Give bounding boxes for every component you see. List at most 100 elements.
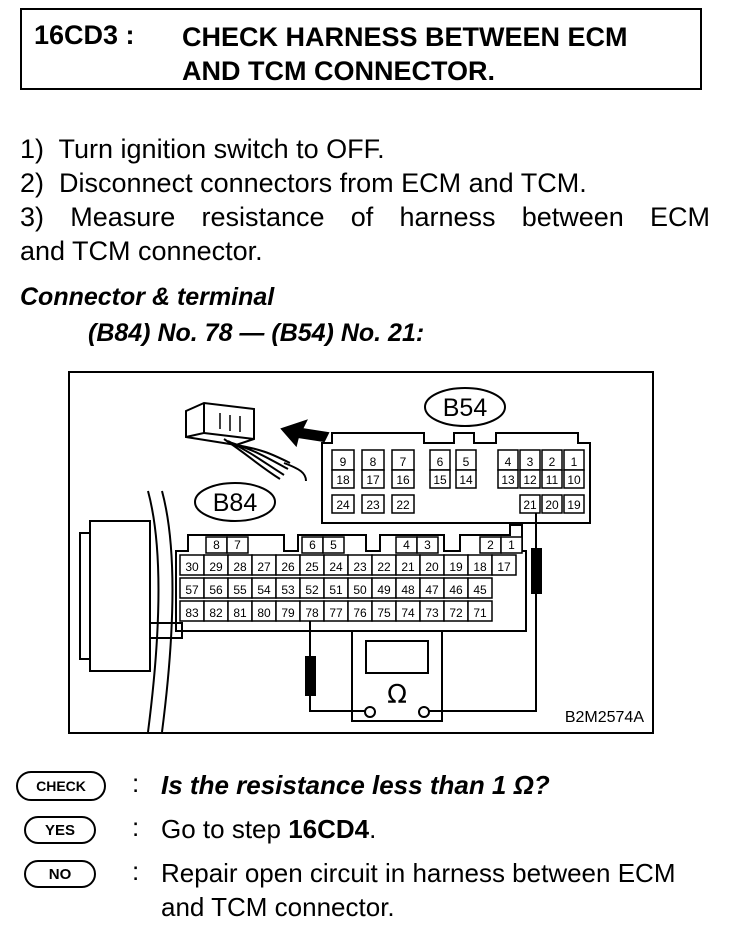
b84-row4-label: 76 bbox=[353, 606, 367, 620]
b54-top-label: 8 bbox=[370, 455, 377, 469]
b54-bottom-label: 20 bbox=[545, 498, 559, 512]
step-title-line2: AND TCM CONNECTOR. bbox=[182, 56, 495, 86]
b54-bottom-cell bbox=[563, 494, 585, 514]
b84-row3-label: 56 bbox=[209, 583, 223, 597]
probe-jack-right bbox=[418, 706, 430, 718]
b84-row2-label: 26 bbox=[281, 560, 295, 574]
b84-row2-label: 22 bbox=[377, 560, 391, 574]
b54-bottom-label: 21 bbox=[523, 498, 537, 512]
b84-row4-label: 75 bbox=[377, 606, 391, 620]
plug-sketch bbox=[185, 401, 330, 482]
b54-mid-cell bbox=[455, 469, 477, 489]
b84-row3-label: 48 bbox=[401, 583, 415, 597]
b84-row3-label: 57 bbox=[185, 583, 199, 597]
b84-row4-label: 72 bbox=[449, 606, 463, 620]
b54-bottom-label: 24 bbox=[336, 498, 350, 512]
b84-row2-label: 30 bbox=[185, 560, 199, 574]
ohmmeter: Ω bbox=[351, 630, 443, 722]
harness-sheath bbox=[79, 490, 183, 732]
b84-row4-label: 74 bbox=[401, 606, 415, 620]
b84-row2-label: 17 bbox=[497, 560, 511, 574]
b54-mid-label: 18 bbox=[336, 473, 350, 487]
check-badge: CHECK bbox=[16, 771, 106, 801]
b84-row1-label: 3 bbox=[424, 538, 431, 552]
b84-row3-label: 50 bbox=[353, 583, 367, 597]
b54-mid-cell bbox=[391, 469, 415, 489]
b84-row1-label: 6 bbox=[309, 538, 316, 552]
probe-right bbox=[531, 548, 542, 594]
b84-row4-label: 78 bbox=[305, 606, 319, 620]
b54-bottom-cell bbox=[331, 494, 355, 514]
b54-mid-label: 11 bbox=[546, 473, 559, 487]
b84-row1-label: 7 bbox=[234, 538, 241, 552]
b84-row1-cell bbox=[322, 536, 345, 554]
b54-mid-label: 14 bbox=[459, 473, 473, 487]
b84-row2-label: 29 bbox=[209, 560, 223, 574]
b54-top-label: 5 bbox=[463, 455, 470, 469]
yes-text-suffix: . bbox=[369, 814, 377, 844]
b84-row1-cell bbox=[226, 536, 249, 554]
b54-top-label: 6 bbox=[437, 455, 444, 469]
b84-row4-label: 83 bbox=[185, 606, 199, 620]
b84-row2-label: 27 bbox=[257, 560, 271, 574]
b84-row3-label: 47 bbox=[425, 583, 439, 597]
b84-row3-label: 53 bbox=[281, 583, 295, 597]
b54-bottom-label: 22 bbox=[396, 498, 410, 512]
b84-row4-label: 80 bbox=[257, 606, 271, 620]
instruction-list: 1) Turn ignition switch to OFF. 2) Disco… bbox=[20, 132, 710, 268]
b84-row2-label: 25 bbox=[305, 560, 319, 574]
b84-label-group: B84 bbox=[194, 482, 276, 522]
figure-code: B2M2574A bbox=[565, 709, 644, 726]
probe-jack-left bbox=[364, 706, 376, 718]
b54-mid-cell bbox=[563, 469, 585, 489]
b54-mid-label: 12 bbox=[523, 473, 537, 487]
b84-row2-label: 20 bbox=[425, 560, 439, 574]
yes-text-prefix: Go to step bbox=[161, 814, 289, 844]
b84-label: B84 bbox=[213, 489, 258, 517]
b84-row1-label: 8 bbox=[213, 538, 220, 552]
step-title: CHECK HARNESS BETWEEN ECM AND TCM CONNEC… bbox=[182, 20, 628, 88]
b84-row3-label: 55 bbox=[233, 583, 247, 597]
no-answer: Repair open circuit in harness between E… bbox=[161, 858, 676, 922]
b84-row1-label: 5 bbox=[330, 538, 337, 552]
b54-top-label: 1 bbox=[571, 455, 578, 469]
instruction-item: 2) Disconnect connectors from ECM and TC… bbox=[20, 168, 587, 198]
b84-row4-label: 73 bbox=[425, 606, 439, 620]
b84-row3-label: 52 bbox=[305, 583, 319, 597]
instruction-item: 1) Turn ignition switch to OFF. bbox=[20, 134, 385, 164]
no-colon: : bbox=[132, 856, 140, 886]
instruction-item: and TCM connector. bbox=[20, 236, 263, 266]
b84-row4-label: 71 bbox=[473, 606, 487, 620]
b54-bottom-label: 23 bbox=[366, 498, 380, 512]
b84-row1-label: 1 bbox=[508, 538, 515, 552]
b54-mid-cell bbox=[331, 469, 355, 489]
step-id: 16CD3 : bbox=[34, 20, 135, 50]
b84-row4-label: 81 bbox=[233, 606, 247, 620]
b84-row3-label: 45 bbox=[473, 583, 487, 597]
b84-row1-cell bbox=[500, 536, 523, 554]
b84-row3-label: 49 bbox=[377, 583, 391, 597]
b54-mid-label: 15 bbox=[433, 473, 447, 487]
b54-label-group: B54 bbox=[424, 387, 506, 427]
ohmmeter-display bbox=[365, 640, 429, 674]
b54-bottom-cell bbox=[541, 494, 563, 514]
b84-row2-label: 23 bbox=[353, 560, 367, 574]
probe-left bbox=[305, 656, 316, 696]
b84-row2-label: 21 bbox=[401, 560, 415, 574]
b54-mid-cell bbox=[541, 469, 563, 489]
b54-mid-label: 10 bbox=[567, 473, 581, 487]
b84-row1-label: 4 bbox=[403, 538, 410, 552]
yes-badge: YES bbox=[24, 816, 96, 844]
b54-top-label: 4 bbox=[505, 455, 512, 469]
connector-spec: (B84) No. 78 — (B54) No. 21: bbox=[88, 319, 425, 347]
b54-top-label: 2 bbox=[549, 455, 556, 469]
b54-bottom-label: 19 bbox=[567, 498, 581, 512]
b84-row3-cell bbox=[467, 577, 493, 599]
b54-mid-cell bbox=[497, 469, 519, 489]
b84-row2-cell bbox=[491, 554, 517, 576]
b54-mid-label: 16 bbox=[396, 473, 410, 487]
b54-top-label: 3 bbox=[527, 455, 534, 469]
yes-step-link: 16CD4 bbox=[288, 814, 370, 844]
b84-row1-label: 2 bbox=[487, 538, 494, 552]
